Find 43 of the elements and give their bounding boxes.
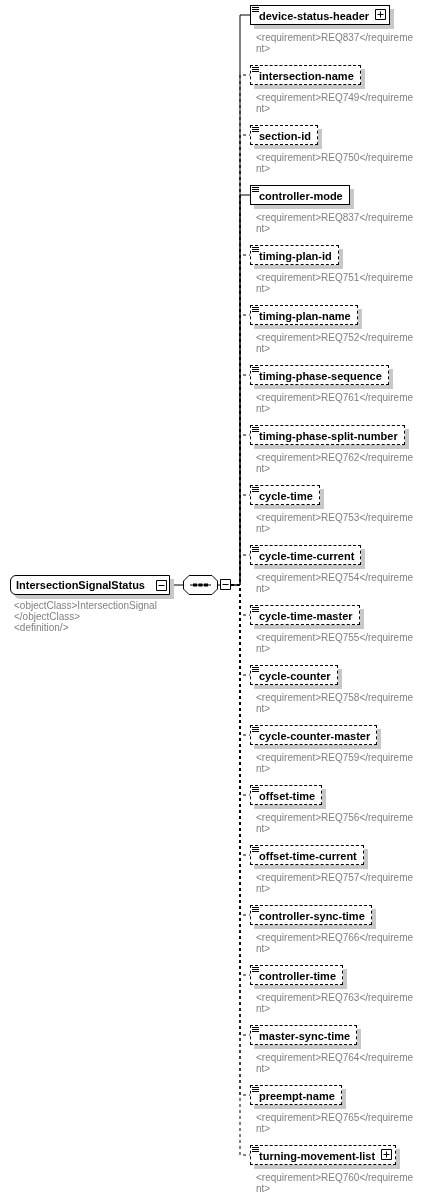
- annotation-text: <requirement>REQ754</requirement>: [256, 572, 415, 594]
- element-name: cycle-counter: [259, 669, 331, 683]
- annotation-text: <requirement>REQ837</requirement>: [256, 32, 415, 54]
- annotation-text: <requirement>REQ758</requirement>: [256, 692, 415, 714]
- element-name: IntersectionSignalStatus: [16, 578, 145, 592]
- element-name: section-id: [259, 129, 311, 143]
- annotation-text: <requirement>REQ762</requirement>: [256, 452, 415, 474]
- element-name: controller-sync-time: [259, 909, 365, 923]
- annotation-text: <requirement>REQ756</requirement>: [256, 812, 415, 834]
- annotation-text: <requirement>REQ766</requirement>: [256, 932, 415, 954]
- element-name: timing-phase-sequence: [259, 369, 382, 383]
- annotation-text: <requirement>REQ753</requirement>: [256, 512, 415, 534]
- annotation-text: <requirement>REQ760</requirement>: [256, 1172, 415, 1194]
- annotation-text: <requirement>REQ751</requirement>: [256, 272, 415, 294]
- annotation-text: <requirement>REQ750</requirement>: [256, 152, 415, 174]
- element-name: offset-time-current: [259, 849, 357, 863]
- element-name: timing-phase-split-number: [259, 429, 398, 443]
- sequence-compositor: [183, 575, 231, 595]
- element-name: controller-mode: [259, 189, 343, 203]
- element-name: timing-plan-name: [259, 309, 351, 323]
- element-name: preempt-name: [259, 1089, 335, 1103]
- annotation-text: <requirement>REQ761</requirement>: [256, 392, 415, 414]
- element-name: turning-movement-list: [259, 1149, 376, 1163]
- annotation-text: <requirement>REQ757</requirement>: [256, 872, 415, 894]
- element-name: controller-time: [259, 969, 336, 983]
- element-name: cycle-counter-master: [259, 729, 371, 743]
- annotation-text: <requirement>REQ763</requirement>: [256, 992, 415, 1014]
- annotation-text: <requirement>REQ749</requirement>: [256, 92, 415, 114]
- element-name: timing-plan-id: [259, 249, 332, 263]
- annotation-text: <requirement>REQ752</requirement>: [256, 332, 415, 354]
- element-name: intersection-name: [259, 69, 354, 83]
- annotation-text: <requirement>REQ765</requirement>: [256, 1112, 415, 1134]
- element-name: cycle-time-current: [259, 549, 355, 563]
- element-name: master-sync-time: [259, 1029, 351, 1043]
- annotation-text: <requirement>REQ837</requirement>: [256, 212, 415, 234]
- annotation-text: <objectClass>IntersectionSignal</objectClass> <definition/>: [14, 600, 158, 633]
- element-name: offset-time: [259, 789, 316, 803]
- annotation-text: <requirement>REQ764</requirement>: [256, 1052, 415, 1074]
- element-name: device-status-header: [259, 9, 370, 23]
- annotation-text: <requirement>REQ759</requirement>: [256, 752, 415, 774]
- element-name: cycle-time: [259, 489, 313, 503]
- element-name: cycle-time-master: [259, 609, 353, 623]
- annotation-text: <requirement>REQ755</requirement>: [256, 632, 415, 654]
